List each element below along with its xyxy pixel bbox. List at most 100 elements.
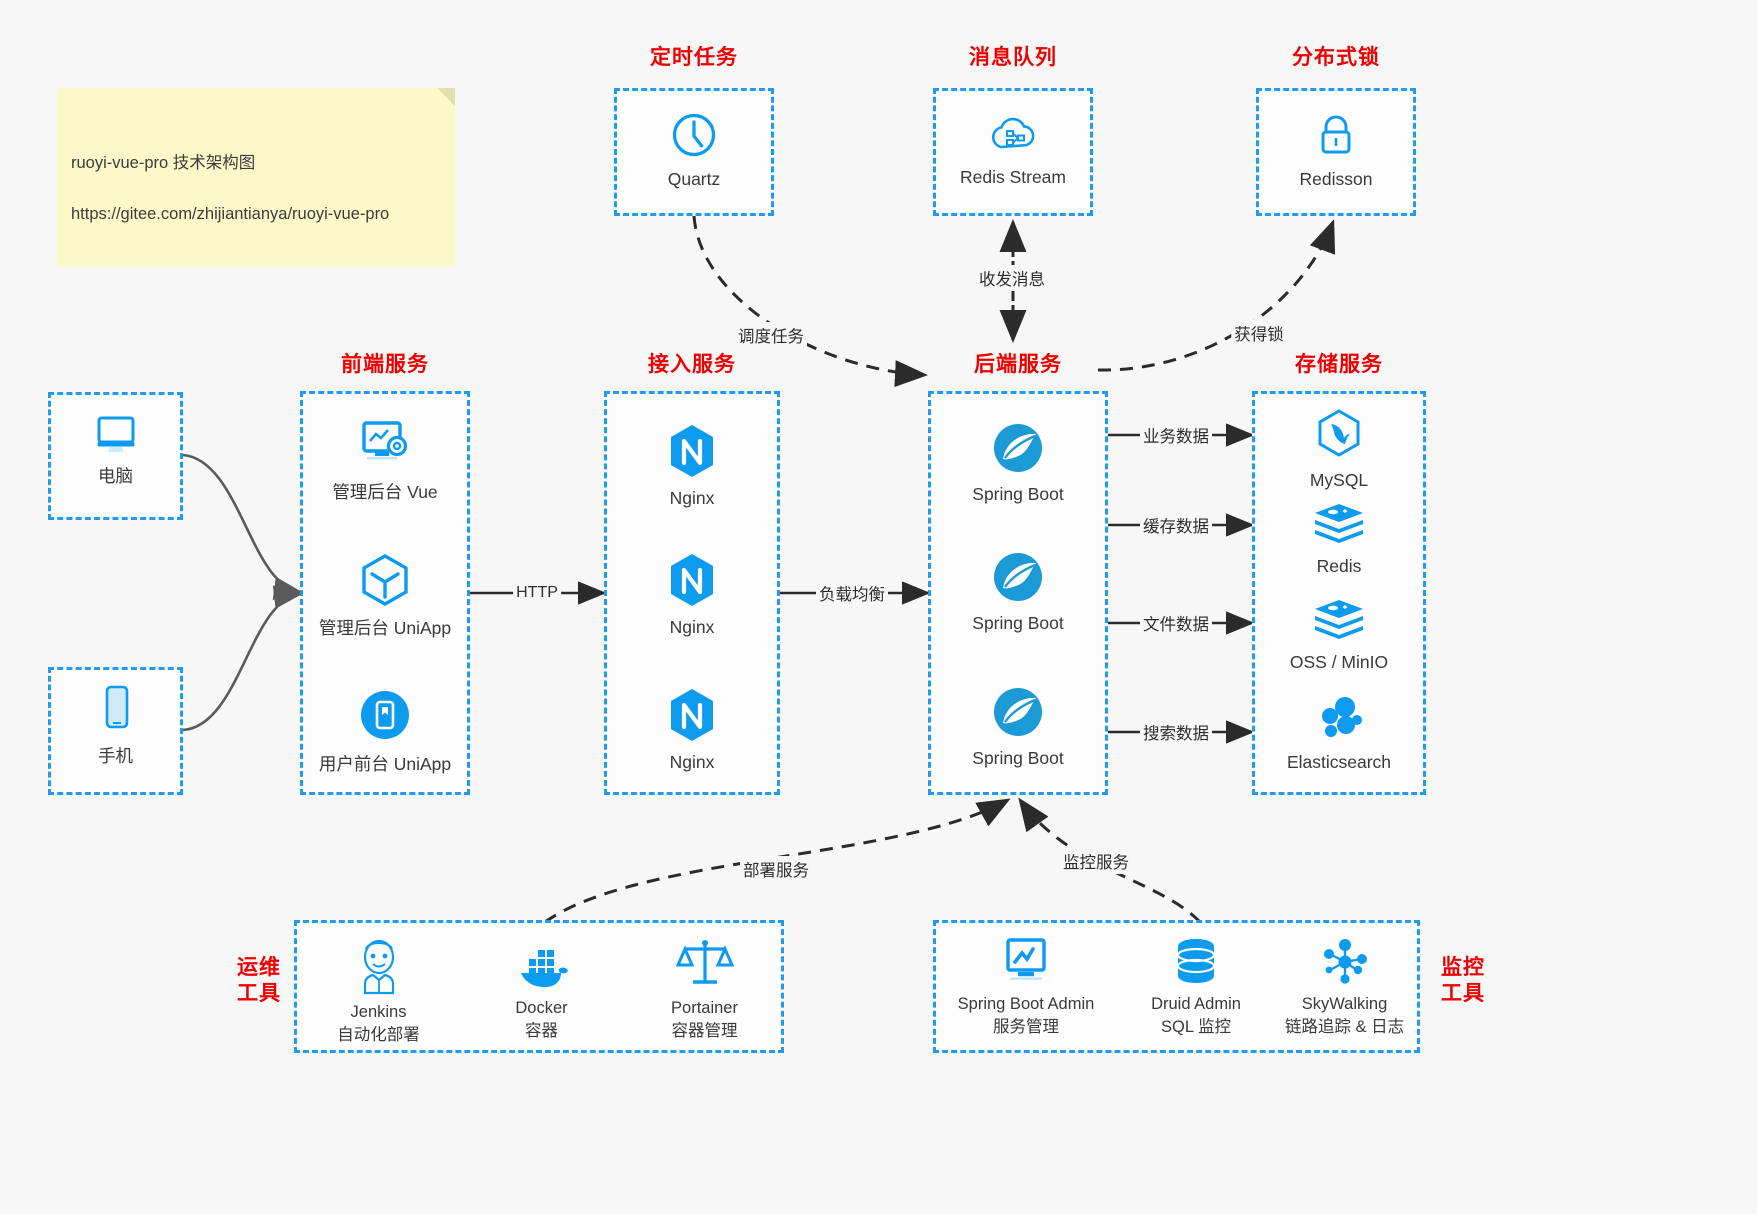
node-springboot-3[interactable]: Spring Boot xyxy=(931,684,1105,770)
diagram-note: ruoyi-vue-pro 技术架构图 https://gitee.com/zh… xyxy=(57,88,455,268)
edge-label-send-receive-message: 收发消息 xyxy=(976,265,1048,291)
node-label: Druid Admin xyxy=(1151,995,1241,1013)
edge-label-cache-data: 缓存数据 xyxy=(1140,512,1212,538)
node-sublabel: 容器管理 xyxy=(671,1022,738,1041)
group-distributed-lock[interactable]: Redisson xyxy=(1256,88,1416,216)
node-portainer[interactable]: Portainer 容器管理 xyxy=(623,935,786,1043)
note-line-url: https://gitee.com/zhijiantianya/ruoyi-vu… xyxy=(71,205,390,224)
group-ops-tools[interactable]: Jenkins 自动化部署 Docker 容器 xyxy=(294,920,784,1053)
node-sublabel: 自动化部署 xyxy=(337,1026,420,1045)
lock-icon xyxy=(1312,109,1360,161)
node-label: Docker xyxy=(515,999,568,1017)
group-title-scheduled-task: 定时任务 xyxy=(650,46,738,69)
group-title-backend-service: 后端服务 xyxy=(974,353,1062,376)
node-label: Redis Stream xyxy=(959,167,1066,187)
node-sublabel: 服务管理 xyxy=(993,1018,1059,1037)
spring-leaf-icon xyxy=(990,420,1046,476)
group-client-phone[interactable]: 手机 xyxy=(48,667,183,795)
nginx-icon xyxy=(665,422,719,480)
node-elasticsearch[interactable]: Elasticsearch xyxy=(1255,694,1423,774)
node-phone[interactable]: 手机 xyxy=(51,684,180,768)
note-fold-icon xyxy=(437,88,455,106)
node-springboot-2[interactable]: Spring Boot xyxy=(931,549,1105,635)
node-label: Spring Boot xyxy=(972,613,1064,633)
group-message-queue[interactable]: Redis Stream xyxy=(933,88,1093,216)
node-label: 管理后台 Vue xyxy=(332,482,438,502)
node-admin-uniapp[interactable]: 管理后台 UniApp xyxy=(303,552,467,640)
clock-icon xyxy=(668,109,720,161)
node-redisson[interactable]: Redisson xyxy=(1259,109,1413,191)
node-mysql[interactable]: MySQL xyxy=(1255,408,1423,492)
edge-label-monitor-service: 监控服务 xyxy=(1060,848,1132,874)
edge-label-deploy-service: 部署服务 xyxy=(740,856,812,882)
node-label: Quartz xyxy=(667,169,721,189)
database-icon xyxy=(1170,937,1222,987)
node-label: Portainer xyxy=(671,999,738,1017)
cloud-stream-icon xyxy=(987,109,1039,159)
node-label: Redis xyxy=(1316,556,1362,576)
node-jenkins[interactable]: Jenkins 自动化部署 xyxy=(297,937,460,1047)
node-skywalking[interactable]: SkyWalking 链路追踪 & 日志 xyxy=(1266,937,1423,1039)
node-nginx-3[interactable]: Nginx xyxy=(607,686,777,774)
group-title-access-service: 接入服务 xyxy=(648,353,736,376)
mobile-app-icon xyxy=(356,688,414,746)
group-title-distributed-lock: 分布式锁 xyxy=(1292,46,1380,69)
edge-label-business-data: 业务数据 xyxy=(1140,422,1212,448)
jenkins-butler-icon xyxy=(352,937,406,995)
spring-leaf-icon xyxy=(990,684,1046,740)
node-nginx-2[interactable]: Nginx xyxy=(607,551,777,639)
skywalking-node-icon xyxy=(1317,937,1373,987)
node-user-uniapp[interactable]: 用户前台 UniApp xyxy=(303,688,467,776)
elasticsearch-icon xyxy=(1312,694,1366,744)
node-springboot-1[interactable]: Spring Boot xyxy=(931,420,1105,506)
node-label: Nginx xyxy=(669,488,715,508)
scales-icon xyxy=(675,935,734,991)
node-label: Elasticsearch xyxy=(1286,752,1392,772)
edge-label-schedule-task: 调度任务 xyxy=(735,322,807,348)
node-admin-vue[interactable]: 管理后台 Vue xyxy=(303,418,467,504)
phone-icon xyxy=(94,684,138,738)
group-title-frontend-service: 前端服务 xyxy=(341,353,429,376)
group-title-message-queue: 消息队列 xyxy=(969,46,1057,69)
dashboard-gear-icon xyxy=(356,418,414,474)
node-druid-admin[interactable]: Druid Admin SQL 监控 xyxy=(1111,937,1281,1039)
node-sublabel: SQL 监控 xyxy=(1161,1018,1231,1037)
spring-leaf-icon xyxy=(990,549,1046,605)
monitor-chart-icon xyxy=(998,935,1054,987)
group-monitor-tools[interactable]: Spring Boot Admin 服务管理 Druid Admin SQL 监… xyxy=(933,920,1420,1053)
group-client-pc[interactable]: 电脑 xyxy=(48,392,183,520)
nginx-icon xyxy=(665,551,719,609)
node-redis[interactable]: Redis xyxy=(1255,502,1423,578)
node-label: 手机 xyxy=(98,746,133,766)
node-label: OSS / MinIO xyxy=(1289,652,1389,672)
group-access-service[interactable]: Nginx Nginx Nginx xyxy=(604,391,780,795)
node-label: 电脑 xyxy=(98,466,133,486)
nginx-icon xyxy=(665,686,719,744)
edge-label-file-data: 文件数据 xyxy=(1140,610,1212,636)
monitor-icon xyxy=(91,412,141,458)
group-storage-service[interactable]: MySQL Redis xyxy=(1252,391,1426,795)
node-label: Spring Boot Admin xyxy=(957,995,1095,1013)
node-sublabel: 容器 xyxy=(525,1022,558,1041)
group-backend-service[interactable]: Spring Boot Spring Boot Spring Boot xyxy=(928,391,1108,795)
node-docker[interactable]: Docker 容器 xyxy=(460,943,623,1043)
node-label: Spring Boot xyxy=(972,484,1064,504)
node-quartz[interactable]: Quartz xyxy=(617,109,771,191)
docker-whale-icon xyxy=(513,943,571,991)
node-label: 用户前台 UniApp xyxy=(318,754,452,774)
node-label: MySQL xyxy=(1309,470,1369,490)
mysql-dolphin-icon xyxy=(1313,408,1365,462)
node-oss-minio[interactable]: OSS / MinIO xyxy=(1255,598,1423,674)
node-label: Redisson xyxy=(1299,169,1373,189)
note-line-title: ruoyi-vue-pro 技术架构图 xyxy=(71,154,256,173)
group-scheduled-task[interactable]: Quartz xyxy=(614,88,774,216)
node-redis-stream[interactable]: Redis Stream xyxy=(936,109,1090,189)
node-nginx-1[interactable]: Nginx xyxy=(607,422,777,510)
node-pc[interactable]: 电脑 xyxy=(51,412,180,488)
redis-stack-icon xyxy=(1312,598,1366,644)
node-spring-boot-admin[interactable]: Spring Boot Admin 服务管理 xyxy=(936,935,1116,1039)
edge-label-acquire-lock: 获得锁 xyxy=(1231,320,1287,346)
group-frontend-service[interactable]: 管理后台 Vue 管理后台 UniApp 用户前台 UniApp xyxy=(300,391,470,795)
node-label: 管理后台 UniApp xyxy=(318,618,452,638)
